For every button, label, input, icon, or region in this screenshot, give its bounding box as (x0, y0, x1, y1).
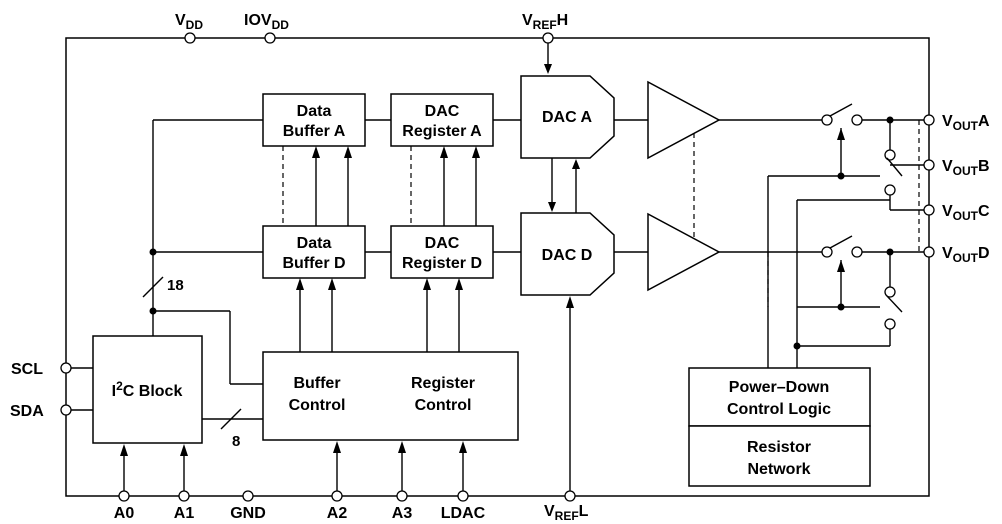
svg-text:Control: Control (415, 397, 472, 414)
svg-text:DAC D: DAC D (542, 247, 593, 264)
svg-text:GND: GND (230, 505, 266, 522)
amplifier-a (647, 80, 721, 160)
pin-sda: SDA (10, 403, 72, 420)
pin-iovdd: IOVDD (244, 12, 289, 44)
svg-text:SDA: SDA (10, 403, 44, 420)
pin-a2: A2 (327, 490, 348, 522)
svg-text:IOVDD: IOVDD (244, 12, 289, 32)
dac-register-a: DAC Register A (390, 93, 494, 147)
pin-voutb: VOUTB (923, 158, 990, 178)
pin-ldac: LDAC (441, 490, 486, 522)
buffer-control-label: Buffer (293, 375, 340, 392)
i2c-block: I2C Block (92, 335, 203, 444)
control-block: Buffer Control Register Control (262, 351, 519, 441)
pin-vrefh: VREFH (522, 12, 568, 44)
svg-text:VREFH: VREFH (522, 12, 568, 32)
svg-text:DAC: DAC (425, 103, 460, 120)
svg-text:LDAC: LDAC (441, 505, 486, 522)
svg-text:Buffer A: Buffer A (283, 123, 346, 140)
svg-text:Data: Data (297, 235, 332, 252)
bus-width-18: 18 (167, 277, 184, 294)
svg-text:VOUTC: VOUTC (942, 203, 990, 223)
svg-text:Power–Down: Power–Down (729, 379, 829, 396)
svg-text:DAC: DAC (425, 235, 460, 252)
pin-a0: A0 (114, 490, 135, 522)
dac-a: DAC A (520, 75, 615, 159)
svg-text:Network: Network (747, 461, 810, 478)
svg-text:Register A: Register A (402, 123, 482, 140)
chip-outline (65, 37, 930, 497)
svg-text:Data: Data (297, 103, 332, 120)
svg-text:VOUTA: VOUTA (942, 113, 990, 133)
pin-vdd: VDD (175, 12, 203, 44)
register-control-label: Register (411, 375, 475, 392)
svg-text:A3: A3 (392, 505, 413, 522)
bus-width-8: 8 (232, 433, 240, 450)
pin-voutc: VOUTC (923, 203, 990, 223)
pin-a3: A3 (392, 490, 413, 522)
svg-text:VREFL: VREFL (544, 503, 589, 523)
pin-a1: A1 (174, 490, 195, 522)
svg-text:Control: Control (289, 397, 346, 414)
svg-text:Register D: Register D (402, 255, 482, 272)
svg-text:Control Logic: Control Logic (727, 401, 831, 418)
pin-gnd: GND (230, 490, 266, 522)
svg-text:Resistor: Resistor (747, 439, 811, 456)
svg-text:A1: A1 (174, 505, 195, 522)
power-down-control-logic: Power–Down Control Logic (688, 367, 871, 427)
pin-vouta: VOUTA (923, 113, 990, 133)
svg-text:VDD: VDD (175, 12, 203, 32)
pin-vrefl: VREFL (544, 490, 589, 523)
pin-scl: SCL (11, 361, 72, 378)
dac-d: DAC D (520, 212, 615, 296)
svg-text:SCL: SCL (11, 361, 43, 378)
data-buffer-d: Data Buffer D (262, 225, 366, 279)
svg-text:A2: A2 (327, 505, 348, 522)
pin-voutd: VOUTD (923, 245, 990, 265)
svg-text:VOUTD: VOUTD (942, 245, 990, 265)
svg-text:A0: A0 (114, 505, 135, 522)
svg-text:DAC A: DAC A (542, 109, 593, 126)
svg-text:Buffer D: Buffer D (282, 255, 345, 272)
resistor-network: Resistor Network (688, 425, 871, 487)
svg-text:I2C Block: I2C Block (112, 379, 183, 400)
svg-text:VOUTB: VOUTB (942, 158, 990, 178)
data-buffer-a: Data Buffer A (262, 93, 366, 147)
amplifier-d (647, 212, 721, 292)
dac-register-d: DAC Register D (390, 225, 494, 279)
